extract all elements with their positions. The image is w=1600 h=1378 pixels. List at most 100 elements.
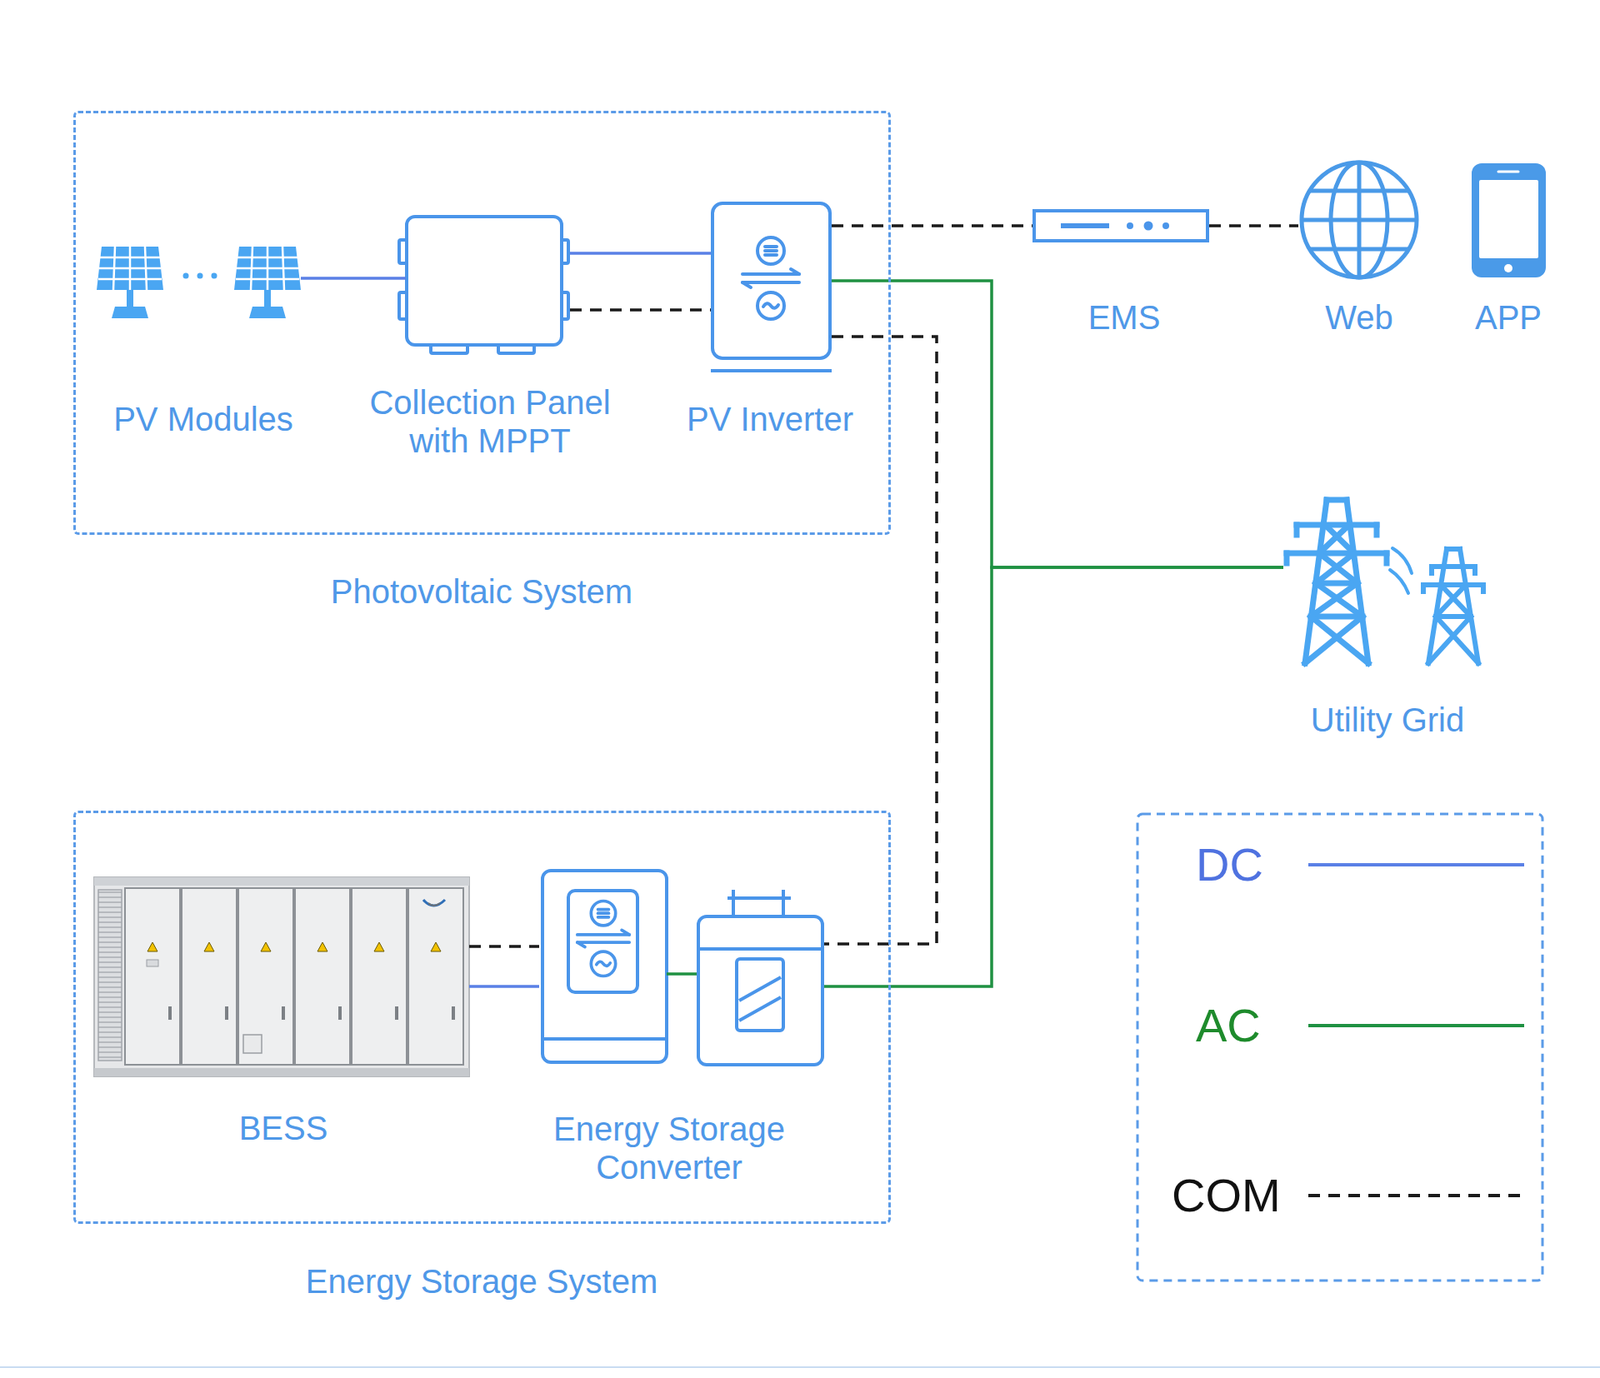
transmission-tower-icon (1428, 616, 1471, 664)
storage-converter: Energy Storage Converter (539, 869, 825, 1067)
battery-container-illustration (146, 960, 159, 967)
group-heading: Photovoltaic System (106, 572, 857, 611)
web-globe: Web (1298, 160, 1421, 281)
transformer-icon (739, 977, 781, 1001)
phone-icon (1471, 163, 1546, 278)
battery-container-illustration (147, 942, 441, 952)
phone-icon (1479, 180, 1539, 259)
transmission-tower-icon (1423, 582, 1484, 588)
page-rule (0, 1366, 1600, 1369)
power-line-wire (1390, 548, 1412, 594)
battery-container-illustration (451, 1006, 455, 1020)
transmission-tower-icon (1435, 614, 1471, 620)
transmission-tower-icon (1319, 525, 1350, 554)
system-group: Energy Storage SystemBESSEnergy Storage … (73, 810, 891, 1225)
pcs-icon (542, 1037, 667, 1041)
transmission-tower-icon (1420, 585, 1426, 592)
inverter-icon (742, 237, 800, 320)
battery-container-illustration (168, 1006, 172, 1020)
battery-container-illustration (428, 903, 440, 906)
pcs-icon (577, 901, 630, 977)
combiner-box-icon (399, 216, 569, 354)
solar-panel-icon (234, 246, 301, 319)
battery-container-illustration (94, 877, 470, 1077)
transmission-tower-icon (1480, 585, 1486, 592)
pv-inverter: PV Inverter (710, 201, 832, 373)
collection-panel: Collection Panel with MPPT (405, 216, 570, 355)
transmission-tower-icon (1431, 564, 1475, 570)
ems-icon (1034, 210, 1208, 241)
battery-container-illustration (168, 1006, 455, 1020)
transmission-tower-icon (1305, 616, 1363, 664)
battery-container-illustration (338, 1006, 342, 1020)
utility-grid: Utility Grid (1283, 500, 1490, 664)
transformer-icon (731, 890, 735, 915)
node-label: APP (1441, 298, 1575, 337)
battery-container-illustration (374, 942, 385, 952)
transmission-tower-icon (1315, 553, 1355, 584)
globe-icon (1301, 162, 1417, 278)
solar-panel-icon (96, 246, 164, 319)
ac-wire (666, 972, 699, 976)
globe-icon (1310, 247, 1409, 252)
transmission-tower-icon (1472, 566, 1478, 574)
node-label: EMS (1040, 298, 1208, 337)
battery-container-illustration (94, 1068, 470, 1077)
app-phone: APP (1471, 163, 1546, 278)
pv-modules: PV Modules (96, 245, 301, 320)
ellipsis-dots (183, 273, 218, 280)
node-label: PV Modules (65, 400, 341, 439)
transmission-tower-icon (1286, 550, 1387, 557)
legend-sample-group (1308, 865, 1525, 1196)
inverter-icon (710, 369, 832, 373)
node-label: PV Inverter (632, 400, 908, 439)
bess-unit: BESS (94, 877, 470, 1077)
battery-container-illustration (181, 888, 237, 1065)
legend-line-sample (1308, 1194, 1525, 1198)
transformer-icon (698, 890, 823, 1065)
battery-container-illustration (295, 888, 350, 1065)
transformer-icon (698, 947, 823, 951)
ellipsis-dots (211, 273, 218, 280)
transmission-tower-icon (1286, 500, 1387, 664)
legend-frame (1137, 814, 1543, 1281)
node-label: Utility Grid (1250, 700, 1525, 740)
globe-icon (1310, 189, 1409, 194)
battery-container-illustration (94, 877, 470, 886)
ellipsis-dots (197, 273, 204, 280)
node-label: Web (1275, 298, 1443, 337)
transmission-tower-icon (1294, 525, 1300, 535)
battery-container-illustration (204, 942, 215, 952)
transformer-icon (727, 896, 791, 900)
combiner-box-icon (406, 216, 562, 345)
group-heading: Energy Storage System (106, 1262, 857, 1301)
battery-container-illustration (408, 888, 464, 1065)
transmission-tower-icon (1384, 553, 1390, 564)
dc-connector (300, 276, 406, 280)
phone-icon (1504, 264, 1513, 273)
transmission-tower-icon (1423, 549, 1484, 664)
transformer-icon (736, 959, 784, 1031)
battery-container-illustration (351, 888, 407, 1065)
battery-container-illustration (94, 877, 470, 1077)
ellipsis-dots (183, 273, 190, 280)
pcs-icon (542, 870, 667, 1063)
transmission-tower-icon (1310, 583, 1358, 617)
transmission-tower-icon (1429, 566, 1435, 574)
battery-container-illustration (125, 888, 464, 1065)
battery-container-illustration (260, 942, 271, 952)
ac-connector (824, 567, 1284, 987)
phone-icon (1498, 170, 1519, 174)
battery-container-illustration (317, 942, 328, 952)
pcs-icon (542, 870, 667, 1063)
node-label: BESS (145, 1109, 421, 1148)
ems-icon (1126, 222, 1134, 230)
inverter-icon (712, 203, 830, 359)
transmission-tower-icon (1310, 614, 1363, 620)
globe-icon (1301, 162, 1417, 278)
